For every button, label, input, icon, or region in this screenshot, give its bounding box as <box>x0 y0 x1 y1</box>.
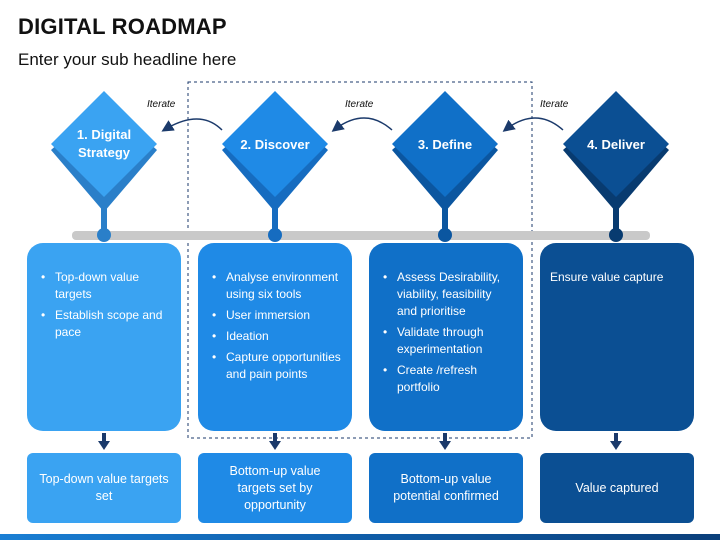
timeline-connector <box>72 231 650 240</box>
down-arrow-icon <box>439 433 451 450</box>
bullet-item: Validate through experimentation <box>379 324 513 358</box>
stage-3-stem <box>442 205 448 233</box>
bullet-item: Capture opportunities and pain points <box>208 349 342 383</box>
stage-3-node <box>438 228 452 242</box>
stage-4-label: 4. Deliver <box>587 137 645 152</box>
page-title: DIGITAL ROADMAP <box>18 14 227 39</box>
bullet-item: Analyse environment using six tools <box>208 269 342 303</box>
stage-3-diamond <box>392 91 498 197</box>
bullet-item: Ideation <box>208 328 342 345</box>
bullet-item: Assess Desirability, viability, feasibil… <box>379 269 513 320</box>
iterate-arrow-2 <box>331 117 393 132</box>
stage-1-shape <box>51 91 157 242</box>
bullet-item: Top-down value targets <box>37 269 171 303</box>
stage-4-node <box>609 228 623 242</box>
dashed-frame <box>187 81 533 439</box>
stage-1-bullets: Top-down value targets Establish scope a… <box>37 269 171 341</box>
stage-2-stem <box>272 205 278 233</box>
iterate-label-1: Iterate <box>147 99 176 110</box>
down-arrow-icon <box>610 433 622 450</box>
stage-1-label-line1: 1. Digital <box>76 127 132 142</box>
stage-2-card: Analyse environment using six tools User… <box>198 243 352 431</box>
stage-1-node <box>97 228 111 242</box>
stage-4-shape <box>563 91 669 242</box>
stage-4-outcome: Value captured <box>540 453 694 523</box>
stage-1-card: Top-down value targets Establish scope a… <box>27 243 181 431</box>
bottom-accent-bar <box>0 534 720 540</box>
stage-2-bullets: Analyse environment using six tools User… <box>208 269 342 383</box>
stage-3-shape <box>392 91 498 242</box>
stage-3-outcome: Bottom-up value potential confirmed <box>369 453 523 523</box>
down-arrow-icon <box>269 433 281 450</box>
iterate-arrow-1 <box>161 118 223 132</box>
stage-4-stem <box>613 205 619 233</box>
stage-3-label: 3. Define <box>417 137 473 152</box>
bullet-item: User immersion <box>208 307 342 324</box>
stage-2-diamond <box>222 91 328 197</box>
bullet-item: Ensure value capture <box>550 270 664 284</box>
bullet-item: Establish scope and pace <box>37 307 171 341</box>
stage-4-card: Ensure value capture <box>540 243 694 431</box>
stage-1-diamond <box>51 91 157 197</box>
stage-2-label: 2. Discover <box>240 137 310 152</box>
stage-1-label-line2: Strategy <box>77 145 131 160</box>
bullet-item: Create /refresh portfolio <box>379 362 513 396</box>
stage-2-outcome: Bottom-up value targets set by opportuni… <box>198 453 352 523</box>
stage-3-card: Assess Desirability, viability, feasibil… <box>369 243 523 431</box>
stage-4-diamond <box>563 91 669 197</box>
stage-1-label: 1. Digital Strategy <box>60 124 148 164</box>
stage-2-node <box>268 228 282 242</box>
stage-1-stem <box>101 205 107 233</box>
stage-3-bullets: Assess Desirability, viability, feasibil… <box>379 269 513 396</box>
iterate-label-2: Iterate <box>345 99 374 110</box>
iterate-label-3: Iterate <box>540 99 569 110</box>
stage-2-shape <box>222 91 328 242</box>
page-subtitle: Enter your sub headline here <box>18 50 237 69</box>
iterate-arrow-3 <box>502 117 564 132</box>
stage-4-bullets: Ensure value capture <box>550 269 684 286</box>
stage-1-outcome: Top-down value targets set <box>27 453 181 523</box>
down-arrow-icon <box>98 433 110 450</box>
